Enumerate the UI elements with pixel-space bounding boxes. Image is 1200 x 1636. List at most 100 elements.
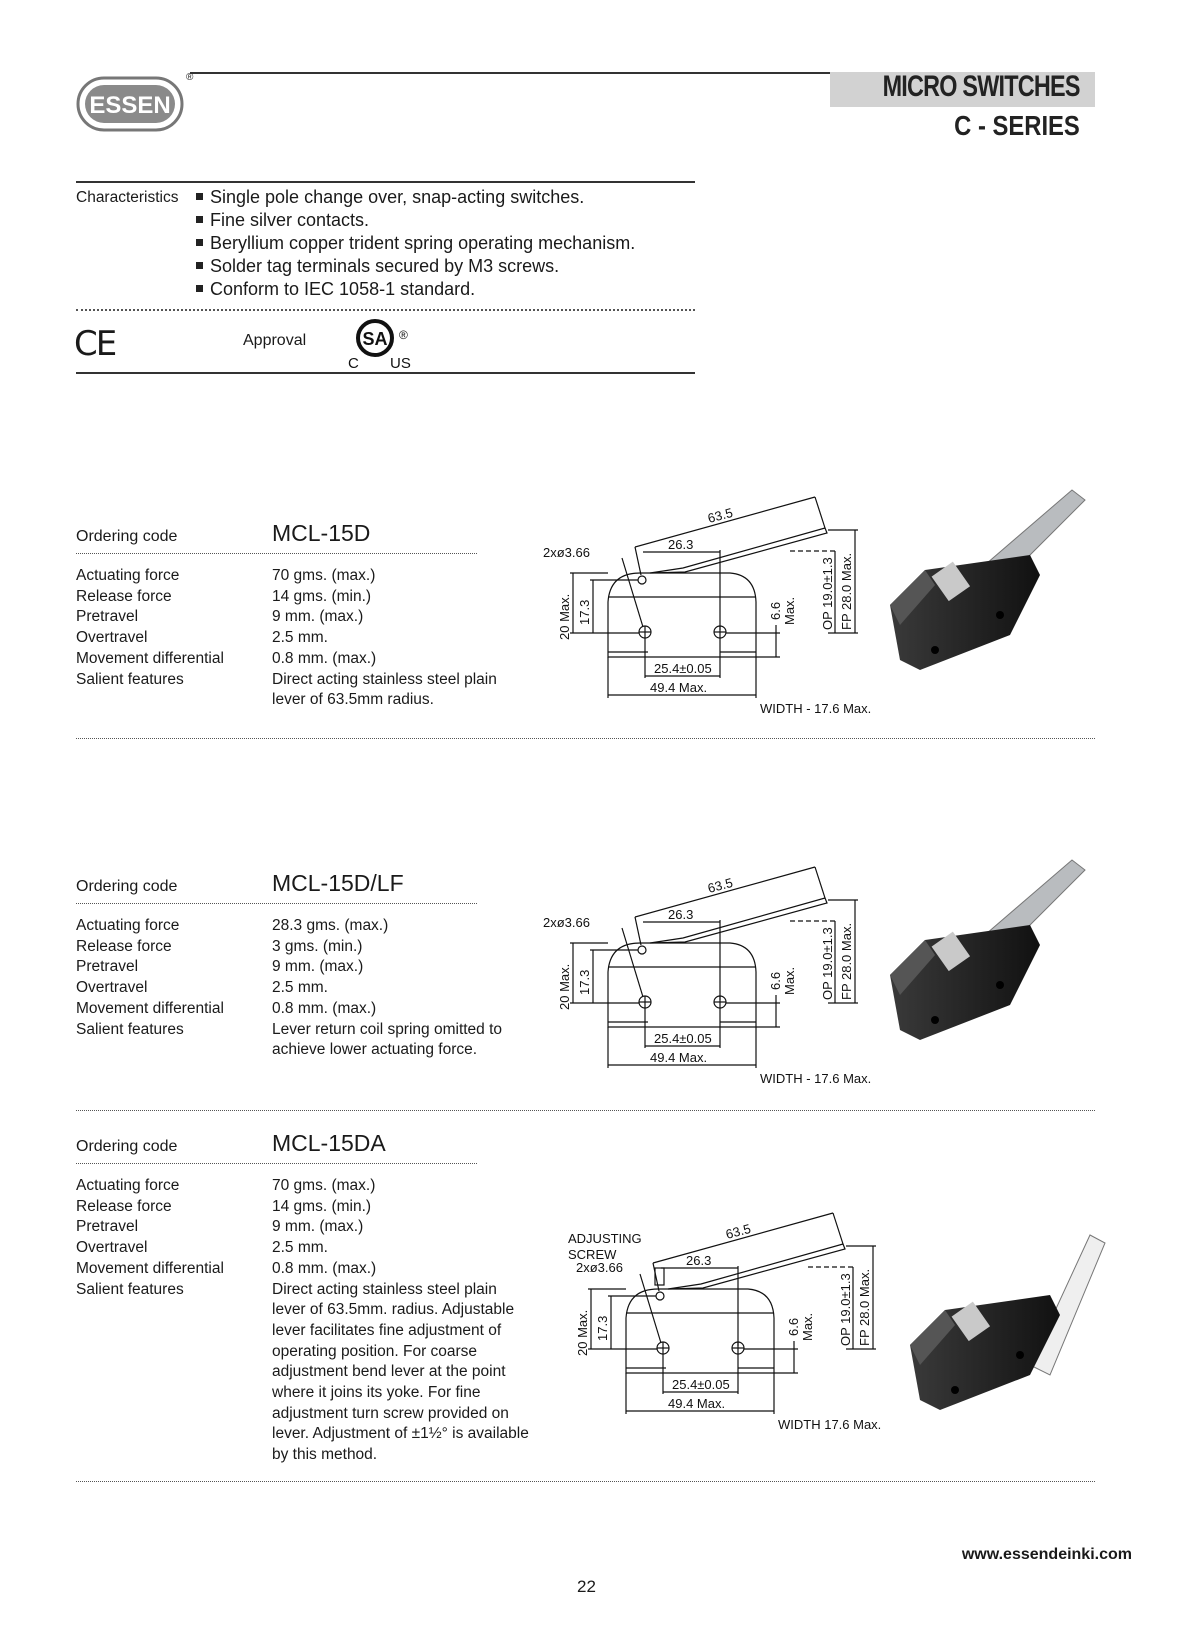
spec-row: Overtravel 2.5 mm. [76, 1238, 532, 1259]
spec-table: Actuating force 28.3 gms. (max.) Release f… [76, 916, 532, 1061]
dim-op: OP 19.0±1.3 [820, 927, 835, 1000]
website-link[interactable]: www.essendeinki.com [961, 1546, 1132, 1563]
dim-pitch: 25.4±0.05 [654, 661, 712, 676]
ordering-code-label: Ordering code [76, 1138, 178, 1155]
spec-label: Movement differential [76, 1259, 224, 1277]
characteristic-item: Solder tag terminals secured by M3 screw… [196, 255, 635, 278]
spec-value: 3 gms. (min.) [272, 937, 363, 955]
characteristics-list: Single pole change over, snap-acting swi… [196, 186, 635, 301]
mounting-hole [637, 945, 647, 955]
switch-body-outline [607, 942, 757, 1028]
spec-label: Salient features [76, 1280, 184, 1298]
ordering-code: MCL-15D [272, 520, 371, 546]
spec-label: Actuating force [76, 567, 180, 584]
dim-holes: 2xø3.66 [543, 545, 590, 560]
spec-value: 28.3 gms. (max.) [272, 917, 389, 934]
spec-value: 0.8 mm. (max.) [272, 1259, 377, 1277]
dim-lever-length: 63.5 [706, 505, 734, 526]
dim-height-max: 20 Max. [557, 594, 572, 640]
dim-6-6: 6.6 [786, 1318, 801, 1336]
switch-housing-image [890, 555, 1040, 670]
svg-text:SA: SA [362, 329, 387, 349]
dim-fp: FP 28.0 Max. [839, 553, 854, 630]
adjusting-screw-label: ADJUSTING [568, 1231, 642, 1246]
spec-label: Overtravel [76, 979, 148, 997]
spec-row: Pretravel 9 mm. (max.) [76, 957, 532, 978]
spec-label: Pretravel [76, 958, 139, 976]
spec-label: Overtravel [76, 1239, 148, 1257]
divider [76, 553, 477, 554]
spec-label: Overtravel [76, 629, 148, 647]
dim-height-max: 20 Max. [557, 964, 572, 1010]
spec-value: 70 gms. (max.) [272, 1177, 376, 1194]
spec-value: 2.5 mm. [272, 979, 328, 997]
dim-width: WIDTH - 17.6 Max. [760, 1071, 871, 1086]
dim-height-max: 20 Max. [575, 1310, 590, 1356]
dimension-drawing: 63.5 2xø3.66 26.3 20 Max. 17.3 6.6 Max. … [543, 866, 871, 1086]
divider [76, 309, 695, 311]
dim-width: WIDTH 17.6 Max. [778, 1417, 881, 1432]
characteristics-label: Characteristics [76, 189, 179, 206]
spec-value: Direct acting stainless steel plain leve… [272, 1280, 529, 1464]
dim-lever-length: 63.5 [706, 875, 734, 896]
ordering-code: MCL-15D/LF [272, 870, 404, 896]
divider [76, 1163, 477, 1164]
dim-length: 49.4 Max. [650, 680, 707, 695]
ordering-code-label: Ordering code [76, 528, 178, 545]
dim-26-3: 26.3 [668, 537, 693, 552]
section-divider [76, 1110, 1095, 1111]
page-title: MICRO SWITCHES [882, 70, 1081, 103]
spec-value: 14 gms. (min.) [272, 1197, 372, 1215]
dim-6-6: 6.6 [768, 972, 783, 990]
spec-label: Actuating force [76, 917, 180, 934]
dim-26-3: 26.3 [668, 907, 693, 922]
ordering-code: MCL-15DA [272, 1130, 386, 1156]
lever [667, 1243, 846, 1290]
switch-housing-image [910, 1295, 1060, 1410]
svg-text:®: ® [399, 328, 408, 342]
switch-photo [890, 489, 1086, 670]
dim-fp: FP 28.0 Max. [839, 923, 854, 1000]
mounting-hole [637, 575, 647, 585]
approval-label: Approval [243, 332, 307, 349]
characteristic-item: Single pole change over, snap-acting swi… [196, 186, 635, 209]
dim-pitch: 25.4±0.05 [672, 1377, 730, 1392]
spec-row: Actuating force 28.3 gms. (max.) [76, 916, 532, 937]
divider [76, 903, 477, 904]
switch-photo [890, 859, 1086, 1040]
dim-17-3: 17.3 [577, 970, 592, 995]
page-subtitle: C - SERIES [954, 110, 1080, 141]
section-divider [76, 1481, 1095, 1482]
spec-label: Release force [76, 587, 172, 605]
spec-row: Overtravel 2.5 mm. [76, 978, 532, 999]
dim-fp: FP 28.0 Max. [857, 1269, 872, 1346]
logo-text: ESSEN [89, 92, 170, 119]
adjusting-screw-label: SCREW [568, 1247, 617, 1262]
dim-6-6: 6.6 [768, 602, 783, 620]
characteristic-item: Fine silver contacts. [196, 209, 635, 232]
spec-row: Pretravel 9 mm. (max.) [76, 1217, 532, 1238]
switch-body-outline [625, 1288, 775, 1374]
spec-value: 9 mm. (max.) [272, 958, 364, 976]
spec-row: Movement differential 0.8 mm. (max.) [76, 1259, 532, 1280]
spec-label: Pretravel [76, 1218, 139, 1236]
spec-value: 2.5 mm. [272, 1239, 328, 1257]
mounting-hole [655, 1291, 665, 1301]
essen-logo: ESSEN ® [76, 72, 194, 132]
switch-photo [910, 1234, 1106, 1410]
ce-mark-icon: CE [74, 324, 117, 364]
spec-value: 9 mm. (max.) [272, 1218, 364, 1236]
dim-max: Max. [782, 597, 797, 625]
dimension-drawing: 63.5 2xø3.66 26.3 20 Max. 17.3 6.6 Max. … [543, 496, 871, 716]
dim-pitch: 25.4±0.05 [654, 1031, 712, 1046]
characteristics-bottom-rule [76, 372, 695, 374]
